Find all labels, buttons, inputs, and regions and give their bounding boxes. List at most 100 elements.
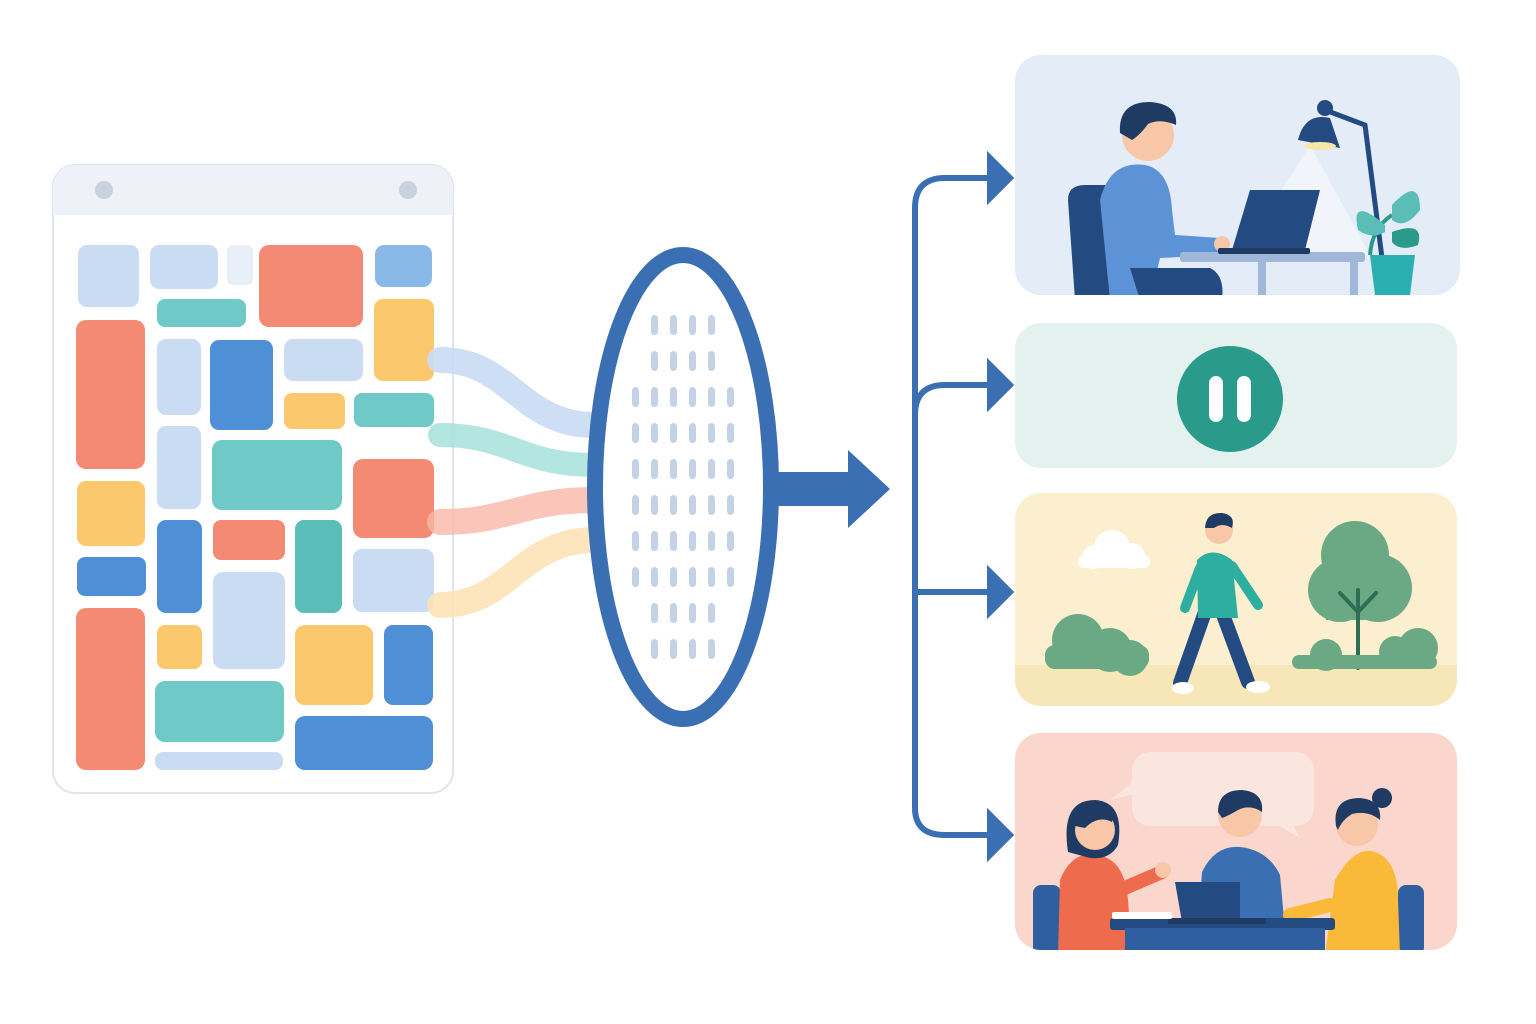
sieve-hole bbox=[651, 459, 658, 479]
sieve-hole bbox=[670, 639, 677, 659]
branch-arrowhead bbox=[987, 564, 1015, 620]
sieve-hole bbox=[708, 387, 715, 407]
flow-streams bbox=[427, 347, 608, 618]
sieve-hole bbox=[708, 495, 715, 515]
sieve-holes bbox=[632, 315, 734, 659]
schedule-block bbox=[76, 608, 145, 770]
sieve-hole bbox=[651, 531, 658, 551]
schedule-block bbox=[227, 245, 253, 285]
schedule-block bbox=[353, 549, 434, 612]
schedule-block bbox=[77, 557, 146, 596]
sieve-hole bbox=[727, 423, 734, 443]
branch-arrowhead bbox=[987, 150, 1015, 206]
sieve-hole bbox=[651, 603, 658, 623]
arrow-right-icon bbox=[775, 450, 890, 528]
schedule-block bbox=[76, 320, 145, 469]
sieve-hole bbox=[689, 567, 696, 587]
schedule-block bbox=[157, 520, 202, 613]
sieve-hole bbox=[708, 639, 715, 659]
schedule-blocks bbox=[76, 245, 434, 770]
sieve-hole bbox=[632, 531, 639, 551]
flow-stream-teal bbox=[428, 423, 607, 477]
schedule-block bbox=[353, 459, 434, 538]
branch-arrows-icon bbox=[912, 150, 1015, 863]
sieve-hole bbox=[708, 315, 715, 335]
sieve-hole bbox=[727, 459, 734, 479]
schedule-block bbox=[259, 245, 363, 327]
sieve-hole bbox=[670, 387, 677, 407]
sieve-hole bbox=[670, 315, 677, 335]
sieve-hole bbox=[632, 567, 639, 587]
sieve-hole bbox=[670, 531, 677, 551]
sieve-filter-icon bbox=[587, 247, 779, 727]
sieve-hole bbox=[651, 567, 658, 587]
schedule-block bbox=[150, 245, 218, 289]
schedule-block bbox=[284, 339, 363, 381]
sieve-hole bbox=[632, 459, 639, 479]
schedule-block bbox=[213, 572, 285, 669]
flow-stream-blue bbox=[427, 347, 608, 438]
sieve-hole bbox=[689, 531, 696, 551]
sieve-hole bbox=[708, 351, 715, 371]
schedule-block bbox=[295, 716, 433, 770]
sieve-hole bbox=[689, 387, 696, 407]
panel-meeting bbox=[1015, 733, 1457, 950]
schedule-block bbox=[213, 520, 285, 560]
bush-icon bbox=[1292, 628, 1438, 671]
schedule-block bbox=[375, 245, 432, 287]
sieve-hole bbox=[727, 387, 734, 407]
sieve-hole bbox=[670, 603, 677, 623]
panel-walk bbox=[1015, 493, 1457, 706]
schedule-block bbox=[78, 245, 139, 307]
sieve-hole bbox=[708, 531, 715, 551]
group-meeting-icon bbox=[1033, 752, 1424, 950]
tree-icon bbox=[1308, 521, 1412, 670]
sieve-hole bbox=[708, 603, 715, 623]
schedule-block bbox=[210, 340, 273, 430]
sieve-hole bbox=[727, 567, 734, 587]
person-at-desk-icon bbox=[1068, 100, 1420, 295]
schedule-block bbox=[374, 299, 434, 381]
bush-icon bbox=[1045, 614, 1149, 676]
sieve-hole bbox=[689, 459, 696, 479]
sieve-hole bbox=[651, 315, 658, 335]
panel-focus-work bbox=[1015, 55, 1460, 295]
sieve-hole bbox=[670, 423, 677, 443]
sieve-hole bbox=[632, 495, 639, 515]
sieve-hole bbox=[651, 387, 658, 407]
flow-stream-coral bbox=[427, 487, 608, 535]
sieve-hole bbox=[689, 639, 696, 659]
person-walking-icon bbox=[1172, 512, 1270, 694]
sieve-hole bbox=[651, 423, 658, 443]
sieve-hole bbox=[689, 495, 696, 515]
schedule-block bbox=[354, 393, 434, 427]
flow-stream-yellow bbox=[427, 527, 608, 618]
sieve-hole bbox=[689, 351, 696, 371]
schedule-block bbox=[155, 752, 283, 770]
sieve-hole bbox=[689, 423, 696, 443]
branch-arrowhead bbox=[987, 357, 1015, 413]
schedule-block bbox=[157, 339, 201, 415]
sieve-hole bbox=[670, 567, 677, 587]
window-dot-left bbox=[95, 181, 113, 199]
sieve-hole bbox=[632, 387, 639, 407]
sieve-hole bbox=[708, 567, 715, 587]
pause-icon bbox=[1177, 346, 1283, 452]
schedule-block bbox=[295, 520, 342, 613]
sieve-hole bbox=[727, 495, 734, 515]
sieve-hole bbox=[727, 531, 734, 551]
sieve-hole bbox=[651, 351, 658, 371]
cloud-icon bbox=[1078, 530, 1150, 569]
panel-break bbox=[1015, 323, 1457, 468]
sieve-hole bbox=[689, 315, 696, 335]
sieve-hole bbox=[651, 639, 658, 659]
schedule-window-icon bbox=[52, 164, 454, 794]
schedule-block bbox=[155, 681, 284, 742]
schedule-block bbox=[295, 625, 373, 705]
schedule-block bbox=[77, 481, 145, 546]
schedule-block bbox=[157, 299, 246, 327]
schedule-block bbox=[157, 625, 202, 669]
sieve-hole bbox=[632, 423, 639, 443]
sieve-hole bbox=[670, 495, 677, 515]
